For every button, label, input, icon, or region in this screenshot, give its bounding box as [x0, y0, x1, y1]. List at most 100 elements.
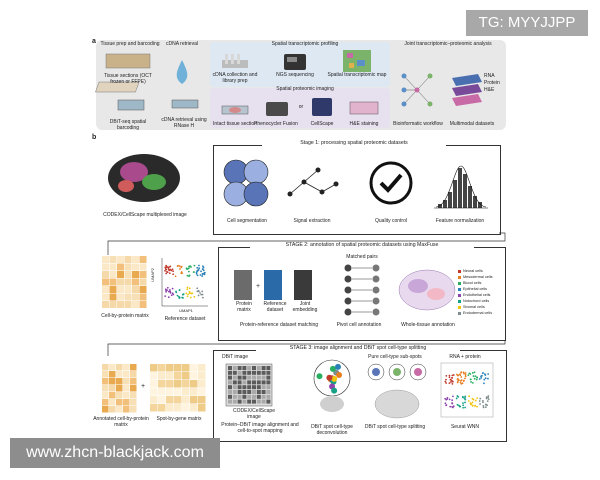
spot-by-gene-label: Spot-by-gene matrix — [156, 416, 202, 422]
legend-swatch — [458, 281, 461, 285]
profiling-label: Spatial transcriptomic profiling — [271, 41, 339, 47]
plus-sign: + — [140, 383, 146, 390]
signal-extraction-icon — [287, 167, 339, 197]
intact-tissue-icon — [221, 105, 249, 115]
legend-label: Neural cells — [463, 269, 483, 273]
or-label: or — [298, 104, 304, 110]
watermark-bottom: www.zhcn-blackjack.com — [10, 438, 220, 468]
ngs-label: NGS sequencing — [276, 72, 314, 78]
legend-label: Endothelial cells — [463, 293, 491, 297]
legend-item: Stromal cells — [458, 304, 504, 310]
subspots-icon — [367, 363, 427, 419]
cell-by-protein-label: Cell-by-protein matrix — [101, 313, 149, 319]
cdna-retrieval-label: cDNA retrieval — [166, 41, 198, 47]
cdna-collection-label: cDNA collection and library prep — [212, 72, 258, 84]
matched-pairs-label: Matched pairs — [346, 254, 378, 260]
proteomic-imaging-label: Spatial proteomic imaging — [276, 86, 334, 92]
legend-label: Endodermal cells — [463, 311, 493, 315]
layer-he: H&E — [484, 87, 495, 93]
panel-b-letter: b — [92, 134, 97, 141]
watermark-top: TG: MYYJJPP — [466, 10, 588, 36]
legend-label: Notochord cells — [463, 299, 490, 303]
matrix-matching-icon: + — [234, 270, 312, 300]
pivot-pairs-icon — [344, 264, 380, 316]
phenocycler-label: Phenocycler Fusion — [254, 121, 298, 127]
seurat-label: Seurat WNN — [450, 424, 480, 430]
dbit-seq-label: DBiT-seq spatial barcoding — [109, 119, 147, 131]
transcriptomic-map-label: Spatial transcriptomic map — [327, 72, 387, 78]
svg-text:+: + — [256, 283, 260, 290]
umap-y-label: UMAP2 — [149, 268, 155, 282]
legend-item: Epithelial cells — [458, 286, 504, 292]
tissue-slide-illustration — [95, 53, 151, 111]
histogram-icon — [434, 165, 488, 209]
joint-analysis-label: Joint transcriptomic–proteomic analysis — [404, 41, 492, 47]
whole-tissue-label: Whole-tissue annotation — [401, 322, 455, 328]
network-icon — [401, 73, 433, 107]
reference-box-label: Reference dataset — [263, 301, 287, 313]
protein-matrix-label: Protein matrix — [236, 301, 252, 313]
layer-stack-icon — [452, 74, 482, 106]
checkmark-icon — [369, 161, 413, 205]
legend-item: Mesodermal cells — [458, 274, 504, 280]
layer-rna: RNA — [484, 73, 495, 79]
reference-dataset-label: Reference dataset — [164, 316, 206, 322]
sequencer-icon — [284, 54, 306, 70]
layer-protein: Protein — [484, 80, 500, 86]
pivot-cell-label: Pivot cell annotation — [336, 322, 382, 328]
embryo-image — [108, 154, 180, 202]
legend-item: Blood cells — [458, 280, 504, 286]
tissue-sections-label: Tissue sections (OCT frozen or FFPE) — [104, 73, 152, 85]
phenocycler-icon — [266, 102, 288, 116]
annotated-matrix-label: Annotated cell-by-protein matrix — [93, 416, 149, 428]
tube-rack-icon — [222, 54, 248, 68]
joint-embedding-label: Joint embedding — [292, 301, 318, 313]
multimodal-label: Multimodal datasets — [449, 121, 495, 127]
rna-protein-label: RNA + protein — [449, 354, 481, 360]
legend-swatch — [458, 299, 461, 303]
legend-label: Blood cells — [463, 281, 482, 285]
alignment-label: Protein–DBiT image alignment and cell-to… — [221, 422, 299, 434]
deconvolution-icon — [313, 359, 351, 412]
feature-norm-label: Feature normalization — [435, 218, 485, 224]
stage3-title: STAGE 3: image alignment and DBiT spot c… — [256, 345, 460, 351]
reference-umap — [161, 258, 208, 307]
droplet-illustration — [171, 60, 199, 109]
legend-item: Endothelial cells — [458, 292, 504, 298]
legend-swatch — [458, 293, 461, 297]
cell-segmentation-icon — [223, 159, 269, 207]
cell-by-protein-heatmap — [102, 256, 147, 308]
cellscape-icon — [312, 98, 332, 116]
panel-a-letter: a — [92, 38, 96, 45]
annotated-matrix-heatmap — [102, 364, 137, 413]
cellscape-label: CellScape — [310, 121, 334, 127]
legend-item: Notochord cells — [458, 298, 504, 304]
umap-x-label: UMAP1 — [179, 308, 193, 313]
he-staining-icon — [349, 101, 379, 115]
legend-label: Mesodermal cells — [463, 275, 493, 279]
dbit-image-label: DBiT image — [222, 354, 249, 360]
legend-label: Stromal cells — [463, 305, 485, 309]
bioinformatic-label: Bioinformatic workflow — [393, 121, 443, 127]
whole-tissue-map — [398, 269, 456, 311]
quality-control-label: Quality control — [375, 218, 407, 224]
legend-swatch — [458, 287, 461, 291]
legend-label: Epithelial cells — [463, 287, 488, 291]
cdna-rnase-label: cDNA retrieval using RNase H — [161, 117, 207, 129]
legend-swatch — [458, 305, 461, 309]
pure-subspots-label: Pure cell-type sub-spots — [368, 354, 422, 360]
stage1-title: Stage 1: processing spatial proteomic da… — [262, 140, 446, 146]
he-staining-label: H&E staining — [349, 121, 379, 127]
legend-item: Endodermal cells — [458, 310, 504, 316]
wnn-umap — [440, 362, 494, 418]
protein-ref-matching-label: Protein-reference dataset matching — [239, 322, 319, 328]
intact-tissue-label: Intact tissue section — [213, 121, 257, 127]
dbit-grid-image — [225, 363, 273, 407]
legend-swatch — [458, 311, 461, 315]
tissue-prep-label: Tissue prep and barcoding — [100, 41, 160, 47]
stage2-title: STAGE 2: annotation of spatial proteomic… — [250, 242, 474, 248]
deconvolution-label: DBiT spot cell-type deconvolution — [311, 424, 353, 436]
codex-label: CODEX/CellScape multiplexed image — [103, 212, 187, 218]
splitting-label: DBiT spot cell-type splitting — [364, 424, 426, 430]
